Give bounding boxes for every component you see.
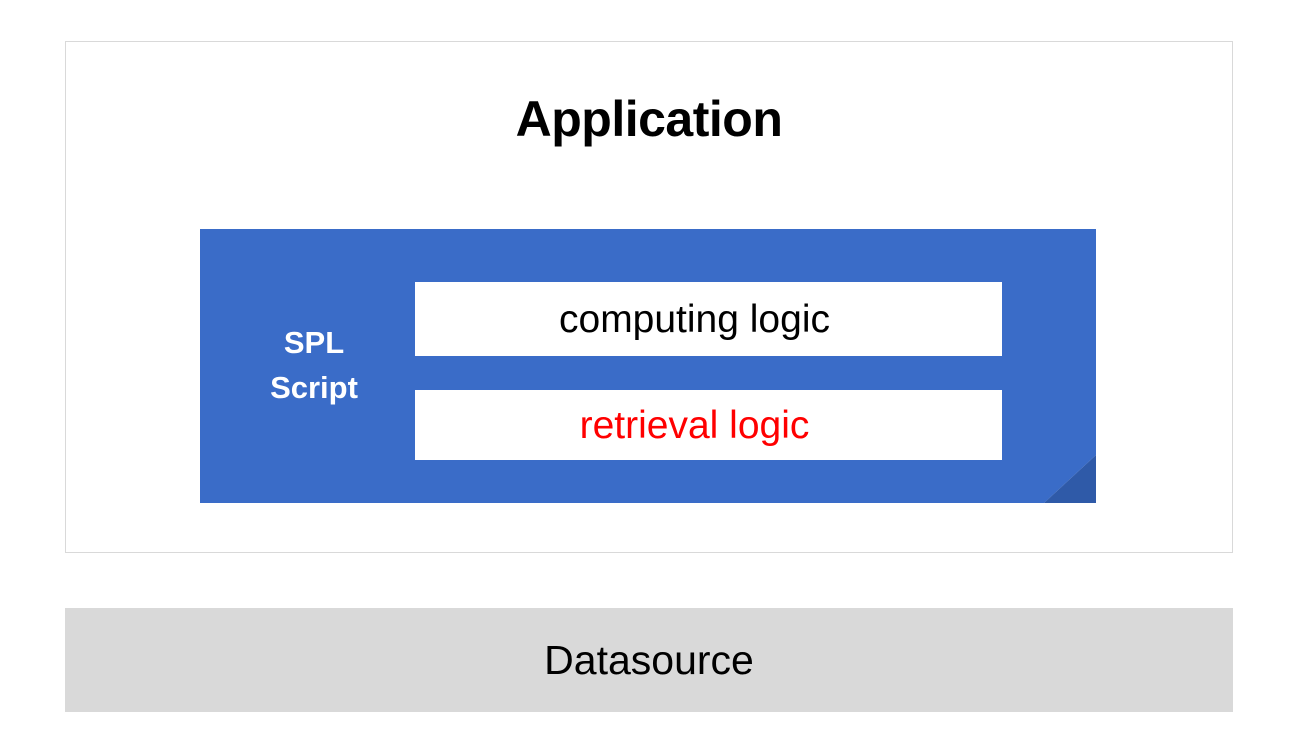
- spl-script-label: SPL Script: [234, 321, 394, 411]
- datasource-label: Datasource: [544, 636, 754, 683]
- spl-script-label-line1: SPL: [283, 325, 345, 360]
- spl-script-block: SPL Script computing logic retrieval log…: [200, 229, 1096, 503]
- spl-script-label-line2: Script: [270, 369, 358, 405]
- computing-logic-block: computing logic: [415, 282, 1002, 356]
- application-container: Application SPL Script computing logic r…: [65, 41, 1233, 553]
- retrieval-logic-label: retrieval logic: [579, 403, 810, 447]
- datasource-block: Datasource: [65, 608, 1233, 712]
- retrieval-logic-block: retrieval logic: [415, 390, 1002, 460]
- application-title: Application: [515, 91, 783, 147]
- computing-logic-label: computing logic: [559, 297, 830, 341]
